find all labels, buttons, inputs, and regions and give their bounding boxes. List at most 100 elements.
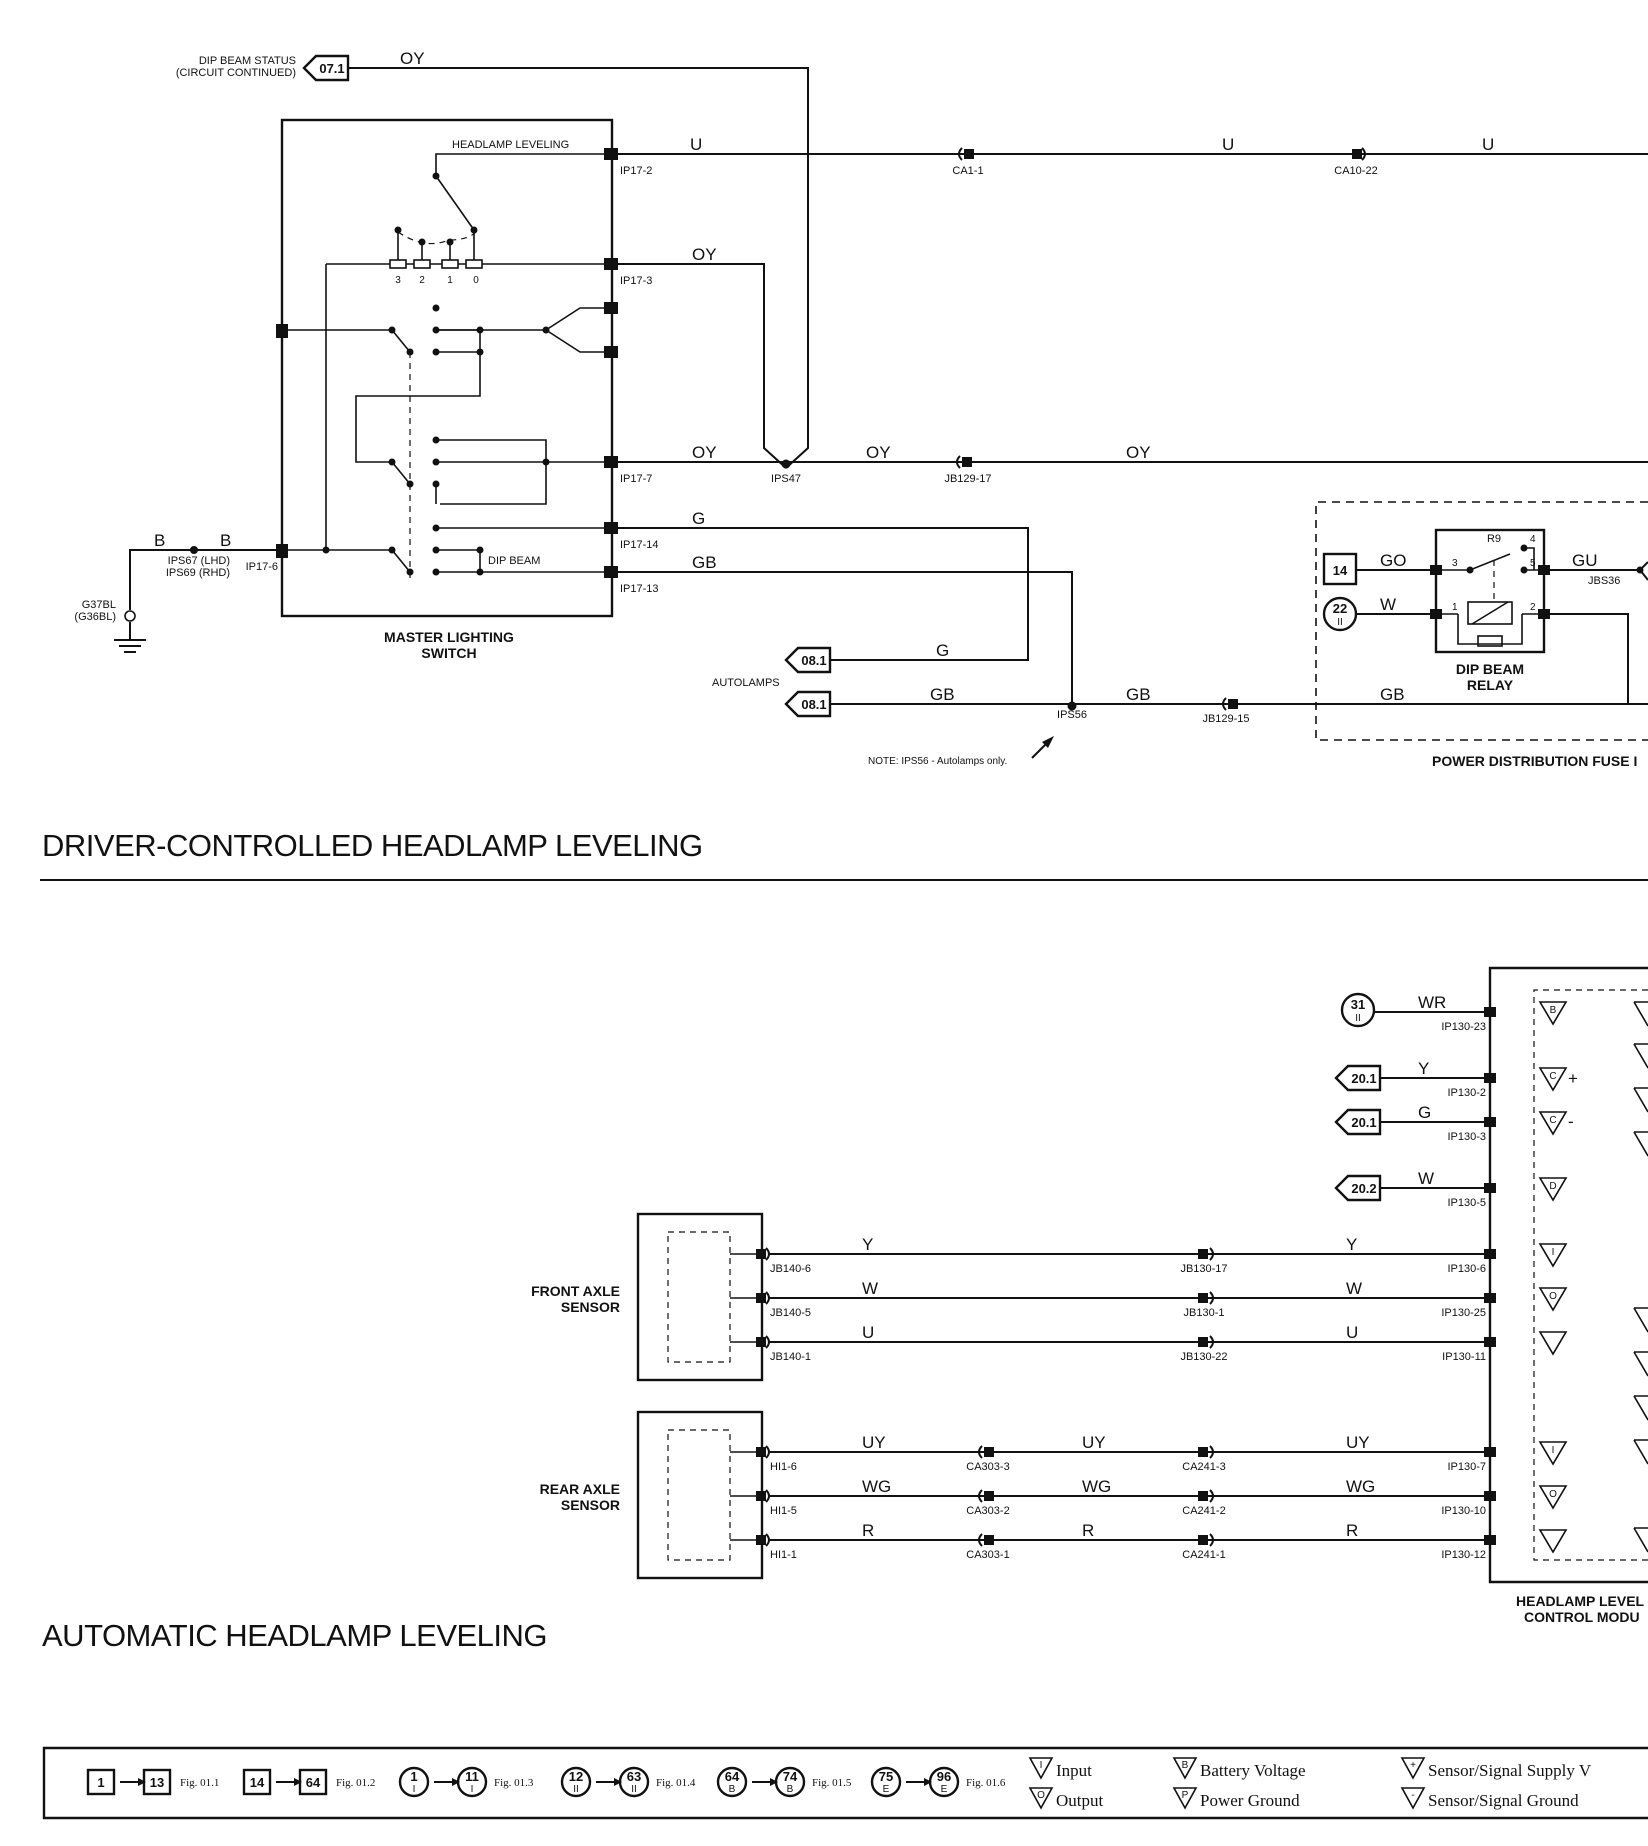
splice	[322, 546, 330, 554]
wire-color-u1: U	[690, 135, 702, 154]
offpage-ref-08-1a[interactable]	[784, 646, 832, 674]
conn-ip130-7: IP130-7	[1447, 1461, 1486, 1473]
conn-jb140-1: JB140-1	[770, 1351, 811, 1363]
dip-beam-label: DIP BEAM	[488, 555, 540, 567]
wire-color-u2: U	[1222, 135, 1234, 154]
legend-fig-013: Fig. 01.3	[494, 1777, 534, 1789]
module-sym-supply: C	[1549, 1071, 1556, 1082]
module-sym-output-f: O	[1549, 1291, 1557, 1302]
wire-color-wr: WR	[1418, 993, 1446, 1012]
module-sym-minus: -	[1568, 1112, 1574, 1131]
wire-gb	[618, 571, 1073, 704]
conn-ip130-23: IP130-23	[1441, 1021, 1486, 1033]
legend-c-75-sub: E	[883, 1784, 890, 1795]
legend-c-75: 75	[879, 1769, 893, 1784]
conn-ca241-2: CA241-2	[1182, 1505, 1225, 1517]
wire-g	[618, 527, 1029, 661]
ref-22-sub: II	[1337, 617, 1343, 628]
legend-sym-plus: +	[1410, 1760, 1416, 1771]
legend-fig-016: Fig. 01.6	[966, 1777, 1006, 1789]
wire-color-oy-ip7: OY	[692, 443, 717, 462]
wire-color-oy-ip3: OY	[692, 245, 717, 264]
relay-label-1: DIP BEAM	[1456, 661, 1524, 677]
offpage-ref-20-2-label: 20.2	[1351, 1181, 1376, 1196]
leveling-resistors	[326, 226, 612, 269]
relay-pins[interactable]	[1430, 565, 1550, 619]
legend-c-63-sub: II	[631, 1784, 637, 1795]
master-lighting-switch-box[interactable]	[280, 118, 614, 618]
legend-c-74: 74	[783, 1769, 798, 1784]
conn-ip130-12: IP130-12	[1441, 1549, 1486, 1561]
legend-c-1-sub: I	[413, 1784, 416, 1795]
wire-gu	[1550, 561, 1648, 571]
switch-pos-3: 3	[395, 275, 401, 286]
module-pins[interactable]	[1484, 1007, 1496, 1545]
legend-c-1: 1	[410, 1769, 417, 1784]
power-dist-label: POWER DISTRIBUTION FUSE I	[1432, 753, 1637, 769]
conn-jb140-6: JB140-6	[770, 1263, 811, 1275]
front-sensor-label-2: SENSOR	[561, 1299, 620, 1315]
relay-label-2: RELAY	[1467, 677, 1514, 693]
conn-hi1-6: HI1-6	[770, 1461, 797, 1473]
conn-ca303-3: CA303-3	[966, 1461, 1009, 1473]
switch-pos-1: 1	[447, 275, 453, 286]
legend-input: Input	[1056, 1761, 1092, 1780]
legend-c-64: 64	[725, 1769, 740, 1784]
legend-c-12: 12	[569, 1769, 583, 1784]
legend-fig-012: Fig. 01.2	[336, 1777, 375, 1789]
relay-pin-2: 2	[1530, 602, 1536, 613]
wire-color-oy-top: OY	[400, 49, 425, 68]
legend-sq-13: 13	[150, 1775, 164, 1790]
title-automatic: AUTOMATIC HEADLAMP LEVELING	[42, 1618, 547, 1653]
conn-ip130-6: IP130-6	[1447, 1263, 1486, 1275]
wire-color-f-w2: W	[1346, 1279, 1362, 1298]
module-right-symbols	[1633, 1001, 1648, 1553]
ref-22-label: 22	[1333, 601, 1347, 616]
headlamp-leveling-control-module[interactable]	[1488, 966, 1648, 1584]
rear-connectors[interactable]	[756, 1445, 1214, 1547]
wire-color-w-a: W	[1418, 1169, 1434, 1188]
contact	[388, 326, 396, 334]
rear-sensor-wires	[770, 1451, 1490, 1541]
wire-color-f-u1: U	[862, 1323, 874, 1342]
ground-ips-1: IPS67 (LHD)	[168, 555, 230, 567]
switch-pins[interactable]	[276, 148, 618, 578]
legend-battery: Battery Voltage	[1200, 1761, 1306, 1780]
legend-c-63: 63	[627, 1769, 641, 1784]
conn-ip130-10: IP130-10	[1441, 1505, 1486, 1517]
legend-c-96: 96	[937, 1769, 951, 1784]
legend-c-12-sub: II	[573, 1784, 579, 1795]
front-axle-sensor[interactable]	[636, 1212, 764, 1382]
front-connectors[interactable]	[756, 1247, 1214, 1349]
splice-jbs36	[1636, 566, 1644, 574]
rear-axle-sensor[interactable]	[636, 1410, 764, 1580]
splice-ips56	[1067, 701, 1077, 711]
connector-jb129-15[interactable]	[1222, 697, 1227, 711]
rear-sensor-label-2: SENSOR	[561, 1497, 620, 1513]
ground-ips-2: IPS69 (RHD)	[166, 567, 230, 579]
legend-sym-b: B	[1182, 1760, 1189, 1771]
module-sym-output-r: O	[1549, 1489, 1557, 1500]
connector-ca10-22[interactable]	[1361, 147, 1366, 161]
legend-output: Output	[1056, 1791, 1104, 1810]
wire-color-gb-mid: GB	[1126, 685, 1151, 704]
connector-jb129-17[interactable]	[956, 455, 961, 469]
conn-jb140-5: JB140-5	[770, 1307, 811, 1319]
module-inner-box	[1533, 989, 1648, 1561]
dip-beam-relay[interactable]	[1434, 528, 1546, 654]
conn-ips47: IPS47	[771, 473, 801, 485]
ref-circle-31[interactable]	[1340, 992, 1376, 1028]
conn-jb129-15: JB129-15	[1202, 713, 1249, 725]
conn-ca241-3: CA241-3	[1182, 1461, 1225, 1473]
power-distribution-box[interactable]	[1315, 501, 1648, 741]
conn-ip130-3: IP130-3	[1447, 1131, 1486, 1143]
wire-color-oy-mid: OY	[866, 443, 891, 462]
front-sensor-wires	[770, 1253, 1490, 1343]
module-sym-d: D	[1549, 1181, 1556, 1192]
conn-ca10-22: CA10-22	[1334, 165, 1377, 177]
connector-ca1-1[interactable]	[958, 147, 963, 161]
offpage-ref-08-1b[interactable]	[784, 690, 832, 718]
ground-g37bl: G37BL	[82, 599, 116, 611]
module-label-1: HEADLAMP LEVEL	[1516, 1593, 1645, 1609]
